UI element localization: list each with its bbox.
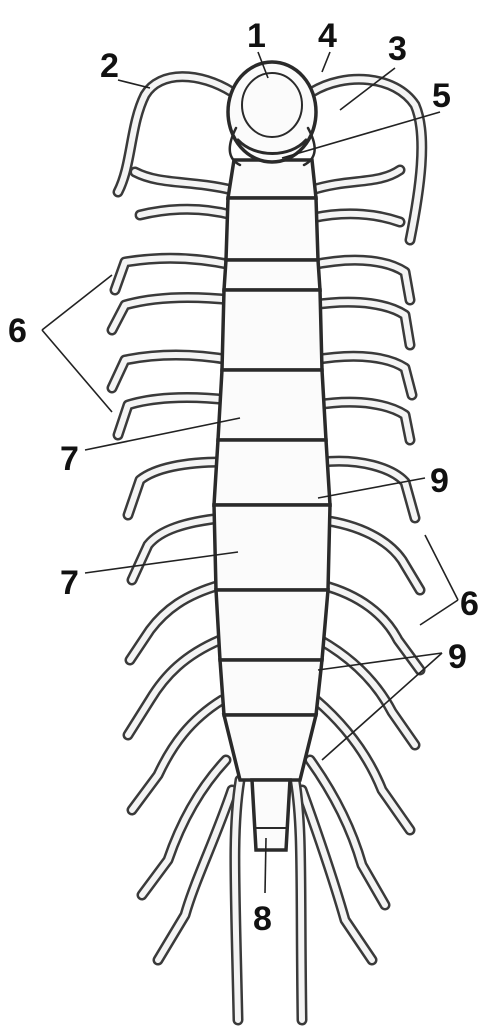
body-segment [224,260,320,290]
body-segment [222,290,322,370]
head-capsule [228,62,316,162]
label-8: 8 [253,900,272,938]
leader-8 [265,838,266,893]
terminal-segment [252,780,290,850]
label-1: 1 [247,17,266,55]
leader-6b-lower [420,600,458,625]
label-3: 3 [388,30,407,68]
body-segment [226,198,318,260]
label-6-left: 6 [8,312,27,350]
label-7-lower: 7 [60,564,79,602]
leader-6a-upper [42,275,112,330]
body-segment [220,660,322,715]
label-7-upper: 7 [60,440,79,478]
label-9-lower: 9 [448,638,467,676]
label-5: 5 [432,77,451,115]
leader-6b-upper [425,535,458,600]
body-segment [228,160,316,198]
body-segment [214,505,330,590]
label-6-right: 6 [460,585,479,623]
leader-4 [322,52,330,72]
body-segment [216,590,328,660]
leader-9b-lower [322,653,442,760]
label-2: 2 [100,47,119,85]
head [228,62,316,165]
body-trunk [214,160,330,850]
leader-2 [118,80,150,88]
body-segment [224,715,316,780]
label-9-upper: 9 [430,462,449,500]
body-segment [214,440,330,505]
leader-6a-lower [42,330,112,412]
body-segment [218,370,326,440]
label-4: 4 [318,17,337,55]
